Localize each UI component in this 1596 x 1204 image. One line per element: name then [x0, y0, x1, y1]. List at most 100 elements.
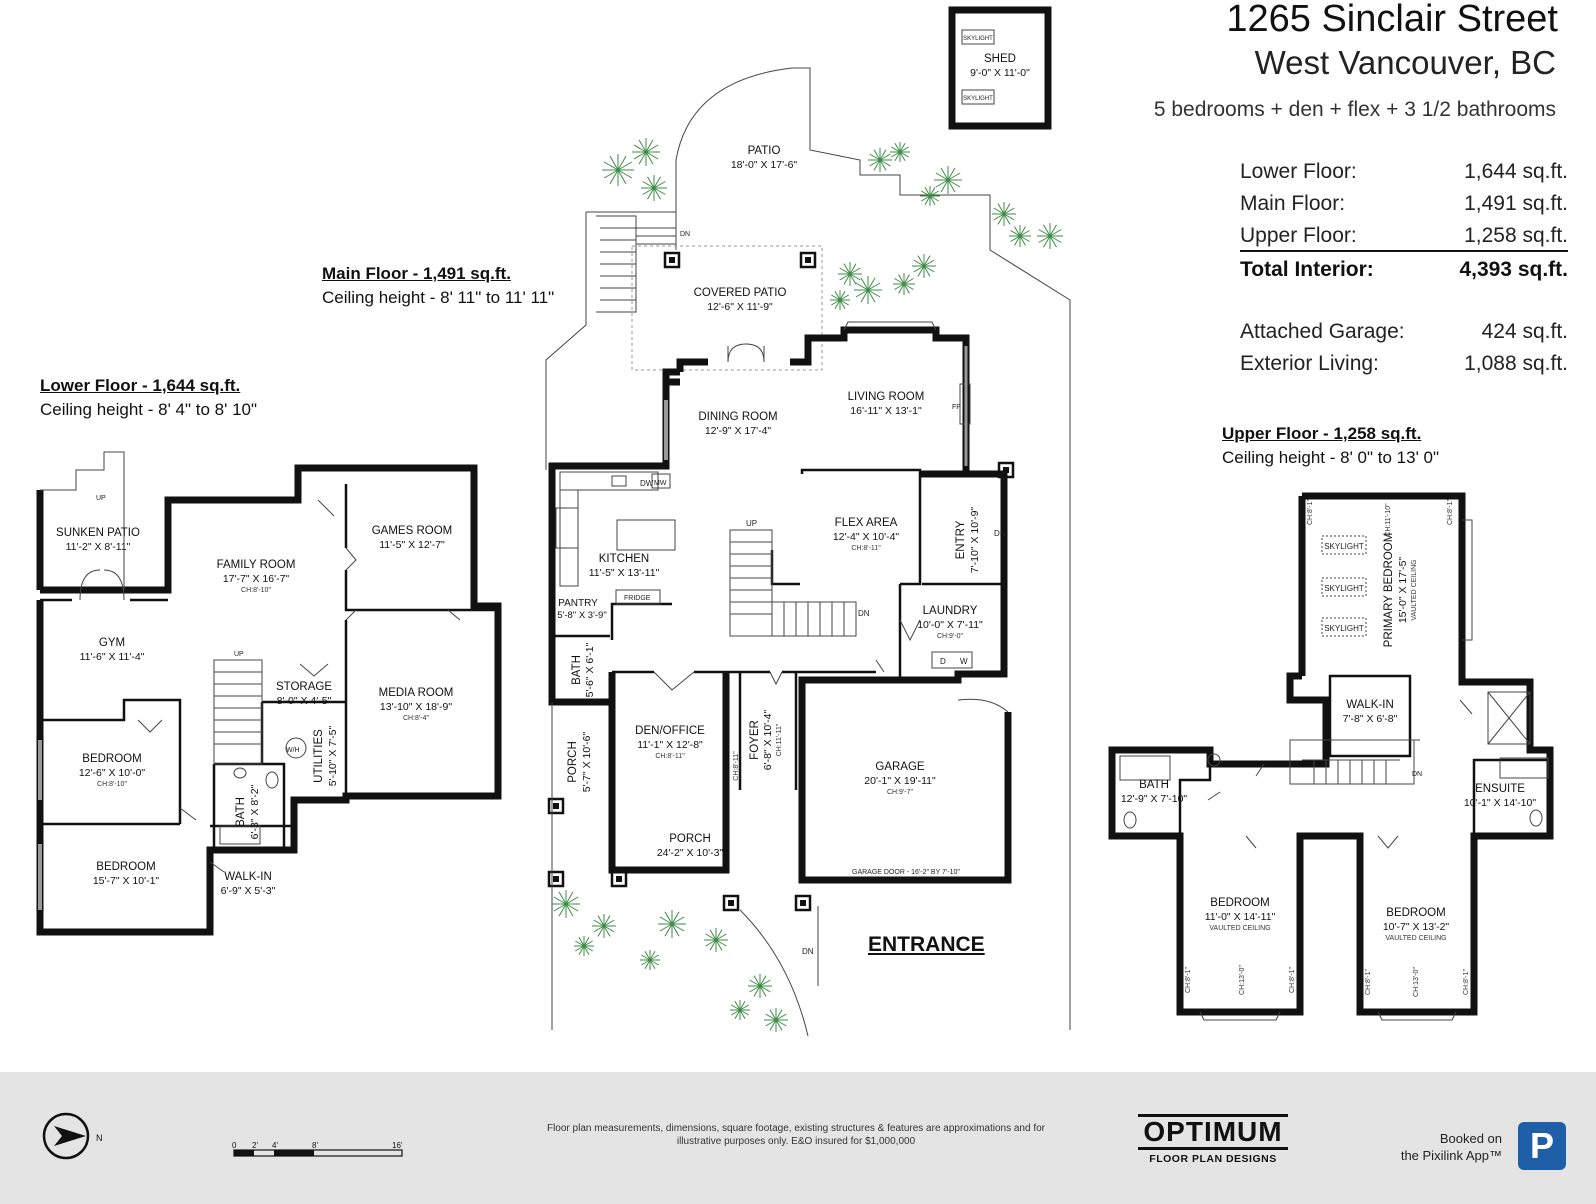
area-label: Main Floor: [1240, 192, 1346, 215]
games-name: GAMES ROOM [372, 525, 453, 537]
area-row-upper: Upper Floor: 1,258 sq.ft. [1240, 224, 1568, 252]
area-value: 1,088 sq.ft. [1464, 352, 1568, 375]
scale-tick: 2' [252, 1141, 258, 1150]
laundry-ch: CH:9'-0" [937, 633, 964, 640]
shed-name: SHED [984, 53, 1016, 65]
area-value: 424 sq.ft. [1481, 320, 1568, 343]
living-dim: 16'-11" X 13'-1" [850, 405, 922, 417]
entry-dim: 7'-10" X 10'-9" [969, 507, 981, 574]
shrub-icon [640, 950, 660, 970]
gym-name: GYM [99, 637, 125, 649]
foyer-dim: 6'-8" X 10'-4" [762, 709, 774, 770]
shrub-icon [912, 254, 936, 278]
north-label: N [96, 1133, 103, 1143]
side-porch-dim: 5'-7" X 10'-6" [581, 731, 593, 792]
shrub-icon [658, 910, 686, 938]
kitchen-dim: 11'-5" X 13'-11" [589, 567, 660, 579]
upper-floor-plan: DN SKYLIGHT SKYLIGHT SKYLIGHT CH:11'-10"… [1108, 492, 1554, 1021]
upper-floor-title: Upper Floor - 1,258 sq.ft. [1222, 424, 1422, 443]
upper-bedroom2-name: BEDROOM [1386, 907, 1445, 919]
shed-skylight-label: SKYLIGHT [963, 96, 993, 102]
living-name: LIVING ROOM [848, 391, 925, 403]
shrub-icon [854, 276, 882, 304]
upper-bedroom2-ch: CH:13'-0" [1413, 967, 1420, 997]
shrub-icon [890, 142, 910, 162]
scale-tick: 0 [232, 1141, 237, 1150]
upper-walkin-dim: 7'-8" X 6'-8" [1343, 713, 1398, 725]
lower-bath-name: BATH [235, 797, 247, 827]
den-name: DEN/OFFICE [635, 725, 705, 737]
entrance-label: ENTRANCE [868, 933, 985, 956]
lower-bedroom2-dim: 15'-7" X 10'-1" [93, 875, 160, 887]
den-ch: CH:8'-11" [655, 753, 685, 760]
dn-label: DN [994, 529, 1006, 538]
main-bath-name: BATH [571, 655, 583, 685]
pixilink-app-icon[interactable]: P [1518, 1122, 1566, 1170]
ensuite-name: ENSUITE [1475, 783, 1525, 795]
laundry-dim: 10'-0" X 7'-11" [917, 619, 983, 631]
brand-tagline: FLOOR PLAN DESIGNS [1149, 1153, 1277, 1165]
storage-dim: 8'-0" X 4'-5" [277, 695, 332, 707]
shrub-icon [1009, 225, 1031, 247]
media-ch: CH:8'-4" [403, 715, 430, 722]
up-label: UP [234, 651, 244, 658]
garage-ch: CH:9'-7" [887, 789, 914, 796]
shrub-icon [920, 186, 940, 206]
shrub-icon [574, 936, 594, 956]
main-floor-plan: DN DW MW FRIDGE FP [545, 67, 1071, 1037]
dn-label: DN [858, 609, 870, 618]
floor-plan-drawing: SKYLIGHT SKYLIGHT SHED 9'-0" X 11'-0" DN [36, 6, 1554, 1037]
lower-floor-title: Lower Floor - 1,644 sq.ft. [40, 376, 241, 395]
washer-label: W [960, 657, 968, 666]
storage-name: STORAGE [276, 681, 332, 693]
shrub-icon [934, 166, 962, 194]
primary-ch2: CH:8'-1" [1447, 498, 1454, 525]
area-value: 1,491 sq.ft. [1464, 192, 1568, 215]
media-dim: 13'-10" X 18'-9" [380, 701, 452, 713]
ensuite-dim: 10'-1" X 14'-10" [1464, 797, 1536, 809]
scale-tick: 4' [272, 1141, 278, 1150]
foyer-ch2: CH:8'-11" [733, 751, 740, 781]
main-floor-title: Main Floor - 1,491 sq.ft. [322, 264, 511, 283]
shrub-icon [602, 154, 634, 186]
laundry-name: LAUNDRY [923, 605, 978, 617]
upper-bedroom2-dim: 10'-7" X 13'-2" [1383, 921, 1450, 933]
shrub-icon [552, 890, 580, 918]
dn-label: DN [1412, 771, 1422, 778]
foyer-name: FOYER [749, 720, 761, 760]
garage-door-label: GARAGE DOOR - 16'-2" BY 7'-10" [852, 869, 960, 876]
area-value: 1,258 sq.ft. [1464, 224, 1568, 247]
utilities-name: UTILITIES [313, 729, 325, 783]
upper-bath-name: BATH [1139, 779, 1169, 791]
lower-bedroom1-ch: CH:8'-10" [97, 781, 127, 788]
primary-ch2: CH:8'-1" [1307, 498, 1314, 525]
lower-floor-plan: UP UP W/H SUNKEN PATIO 11'-2" X 8'-11" F… [36, 451, 502, 936]
patio-dim: 18'-0" X 17'-6" [731, 159, 798, 171]
brand-logo: OPTIMUM FLOOR PLAN DESIGNS [1138, 1114, 1288, 1165]
upper-walkin-name: WALK-IN [1346, 699, 1394, 711]
dw-label: DW [640, 479, 654, 488]
side-porch-name: PORCH [567, 741, 579, 783]
shed-skylight-label: SKYLIGHT [963, 36, 993, 42]
area-label: Upper Floor: [1240, 224, 1357, 247]
lower-floor-ceiling: Ceiling height - 8' 4" to 8' 10" [40, 400, 258, 419]
brand-name: OPTIMUM [1138, 1114, 1288, 1150]
pantry-name: PANTRY [558, 598, 598, 609]
shed-dim: 9'-0" X 11'-0" [970, 67, 1030, 79]
dryer-label: D [940, 657, 946, 666]
shrub-icon [1037, 223, 1063, 249]
skylight-label: SKYLIGHT [1324, 584, 1364, 593]
area-label: Exterior Living: [1240, 352, 1379, 375]
scale-bar: 0 2' 4' 8' 16' [232, 1141, 403, 1157]
property-city: West Vancouver, BC [1254, 44, 1556, 81]
family-name: FAMILY ROOM [217, 559, 296, 571]
shrub-icon [748, 974, 772, 998]
shrub-icon [992, 202, 1016, 226]
games-dim: 11'-5" X 12'-7" [379, 539, 445, 551]
shrub-icon [893, 273, 915, 295]
garage-dim: 20'-1" X 19'-11" [864, 775, 936, 787]
front-porch-dim: 24'-2" X 10'-3" [657, 847, 724, 859]
covered-patio-dim: 12'-6" X 11'-9" [707, 301, 773, 313]
upper-bedroom1-dim: 11'-0" X 14'-11" [1205, 911, 1276, 923]
area-value: 1,644 sq.ft. [1464, 160, 1568, 183]
